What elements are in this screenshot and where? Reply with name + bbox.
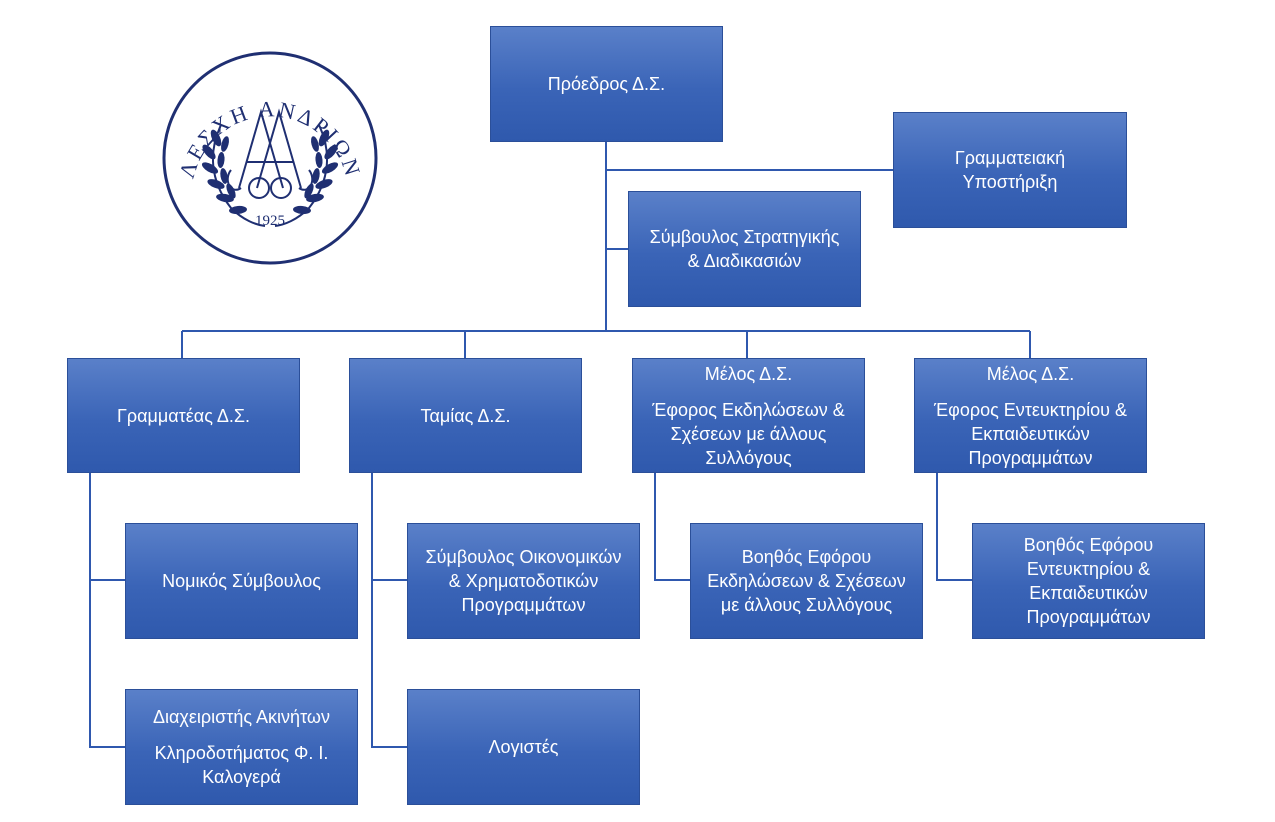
club-logo: ΛΕΣΧΗ ΑΝΔΡΙΩΝ xyxy=(162,51,378,265)
box-member-lounge-line-2: Εκπαιδευτικών xyxy=(971,423,1090,444)
box-member-events-line-3: Συλλόγους xyxy=(705,447,792,468)
box-secretarial-line-1: Υποστήριξη xyxy=(962,172,1058,192)
box-accountant-line-0: Λογιστές xyxy=(488,737,559,757)
box-member-lounge-line-3: Προγραμμάτων xyxy=(968,447,1093,468)
box-secretarial-support: Γραμματειακή Υποστήριξη xyxy=(893,112,1127,228)
box-member-lounge: Μέλος Δ.Σ. Έφορος Εντευκτηρίου & Εκπαιδε… xyxy=(914,358,1147,473)
laurel-right-icon xyxy=(274,124,339,227)
box-strategy-advisor: Σύμβουλος Στρατηγικής & Διαδικασιών xyxy=(628,191,861,307)
box-events-assistant: Βοηθός Εφόρου Εκδηλώσεων & Σχέσεων με άλ… xyxy=(690,523,923,639)
connector-treasurer-children xyxy=(371,473,407,748)
logo-year: 1925 xyxy=(255,213,285,229)
box-lounge-assistant-line-0: Βοηθός Εφόρου xyxy=(1023,535,1154,555)
box-lounge-assistant-line-2: Εκπαιδευτικών xyxy=(1029,583,1148,603)
box-lounge-assistant-line-3: Προγραμμάτων xyxy=(1026,607,1151,627)
box-member-lounge-line-1: Έφορος Εντευκτηρίου & xyxy=(934,399,1127,420)
box-financial-line-1: & Χρηματοδοτικών xyxy=(448,571,599,591)
box-president-line-0: Πρόεδρος Δ.Σ. xyxy=(547,74,666,94)
box-lounge-assistant: Βοηθός Εφόρου Εντευκτηρίου & Εκπαιδευτικ… xyxy=(972,523,1205,639)
box-financial-line-0: Σύμβουλος Οικονομικών xyxy=(425,547,622,567)
box-treasurer: Ταμίας Δ.Σ. xyxy=(349,358,582,473)
box-secretary: Γραμματέας Δ.Σ. xyxy=(67,358,300,473)
box-secretary-line-0: Γραμματέας Δ.Σ. xyxy=(116,405,251,426)
box-member-events: Μέλος Δ.Σ. Έφορος Εκδηλώσεων & Σχέσεων μ… xyxy=(632,358,865,473)
box-member-lounge-line-0: Μέλος Δ.Σ. xyxy=(986,363,1075,384)
box-property-line-2: Καλογερά xyxy=(202,767,281,787)
connector-events-assistant xyxy=(654,473,690,581)
box-legal-advisor: Νομικός Σύμβουλος xyxy=(125,523,358,639)
box-strategy-line-0: Σύμβουλος Στρατηγικής xyxy=(649,227,840,247)
box-member-events-line-2: Σχέσεων με άλλους xyxy=(670,423,827,444)
box-member-events-line-1: Έφορος Εκδηλώσεων & xyxy=(652,399,845,420)
box-events-assistant-line-1: Εκδηλώσεων & Σχέσεων xyxy=(707,571,906,591)
box-property-line-0: Διαχειριστής Ακινήτων xyxy=(153,707,330,727)
box-legal-line-0: Νομικός Σύμβουλος xyxy=(162,571,321,591)
box-events-assistant-line-2: με άλλους Συλλόγους xyxy=(720,595,893,615)
box-president: Πρόεδρος Δ.Σ. xyxy=(490,26,723,142)
box-accountants: Λογιστές xyxy=(407,689,640,805)
logo-arc-text: ΛΕΣΧΗ ΑΝΔΡΙΩΝ xyxy=(174,96,366,181)
monogram-icon xyxy=(226,108,314,199)
box-secretarial-line-0: Γραμματειακή xyxy=(954,148,1066,168)
box-lounge-assistant-line-1: Εντευκτηρίου & xyxy=(1026,559,1151,579)
box-treasurer-line-0: Ταμίας Δ.Σ. xyxy=(420,405,511,426)
box-property-manager: Διαχειριστής Ακινήτων Κληροδοτήματος Φ. … xyxy=(125,689,358,805)
box-member-events-line-0: Μέλος Δ.Σ. xyxy=(704,363,793,384)
connector-secretary-children xyxy=(89,473,125,748)
connector-lounge-assistant xyxy=(936,473,972,581)
box-financial-advisor: Σύμβουλος Οικονομικών & Χρηματοδοτικών Π… xyxy=(407,523,640,639)
box-events-assistant-line-0: Βοηθός Εφόρου xyxy=(741,547,872,567)
laurel-left-icon xyxy=(201,124,266,227)
box-strategy-line-1: & Διαδικασιών xyxy=(687,251,802,271)
box-property-line-1: Κληροδοτήματος Φ. Ι. xyxy=(154,743,329,763)
box-financial-line-2: Προγραμμάτων xyxy=(461,595,586,615)
